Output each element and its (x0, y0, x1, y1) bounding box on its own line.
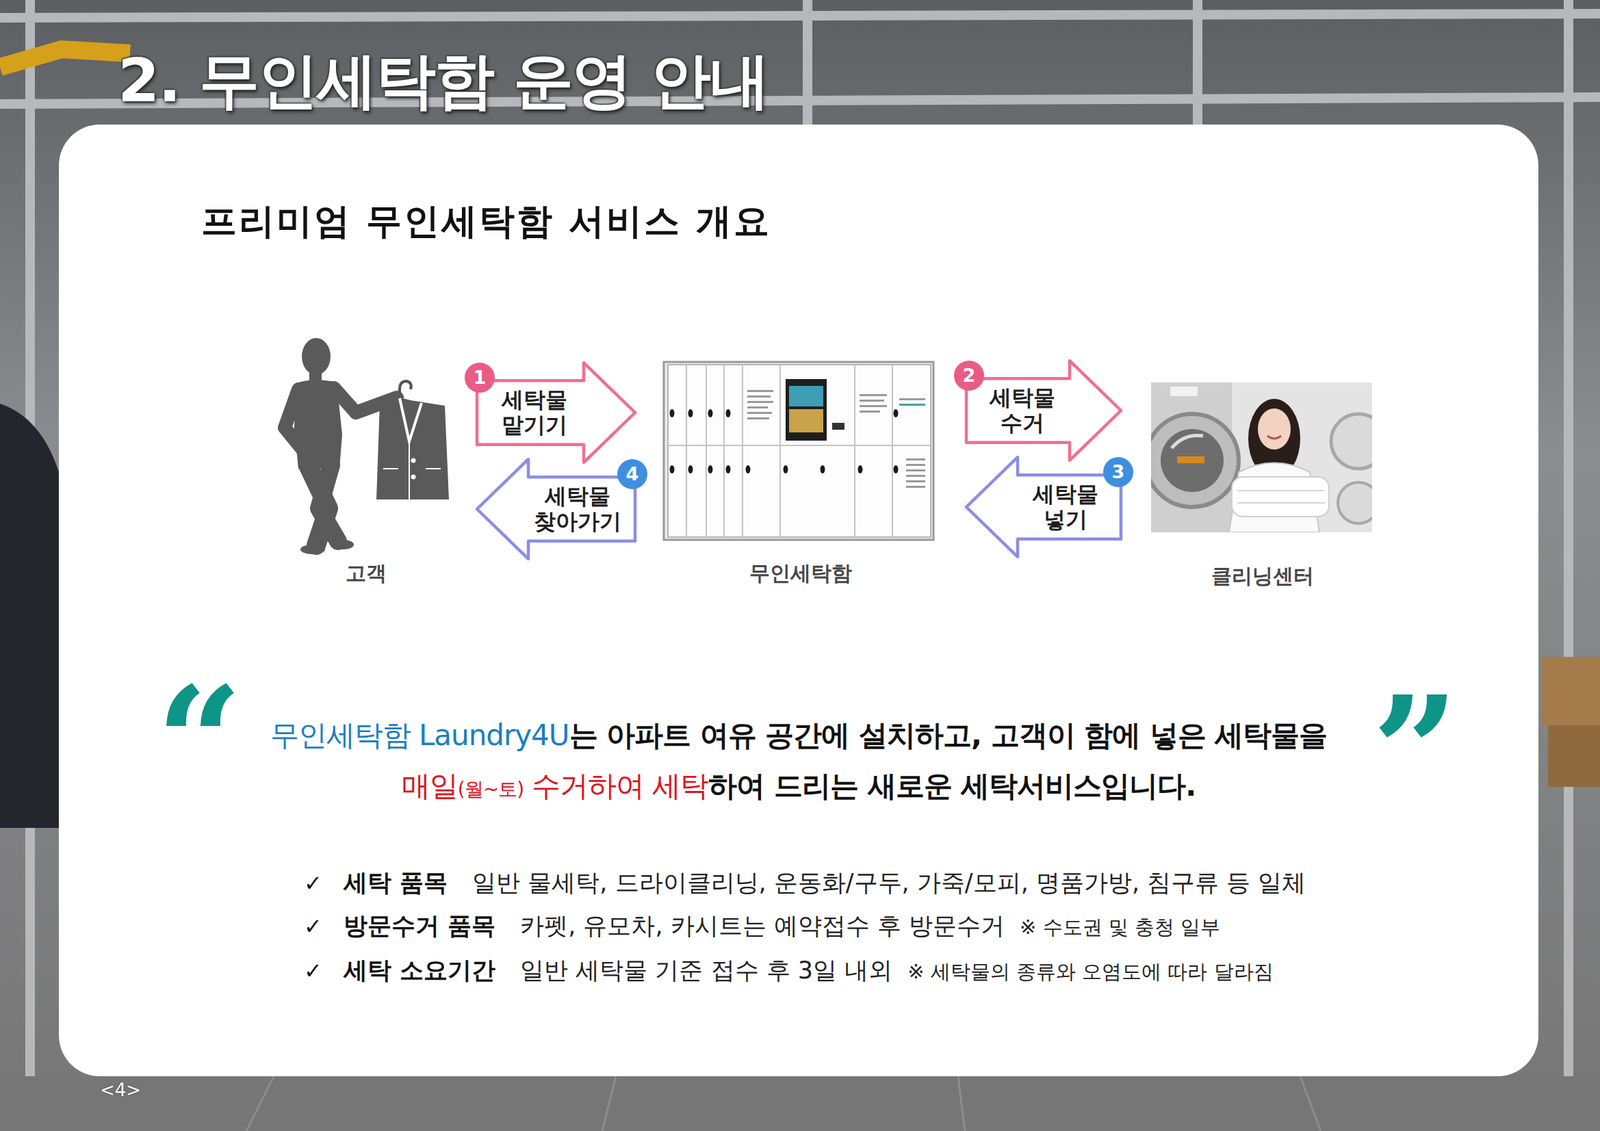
item-text: 카펫, 유모차, 카시트는 예약접수 후 방문수거 (520, 910, 1005, 943)
washing-machine (1151, 382, 1232, 533)
block-arrow (476, 459, 636, 560)
callout-number: 4 (617, 459, 648, 490)
locker-doors (667, 364, 931, 538)
jacket-pocket (383, 468, 399, 470)
jacket-lapel (399, 398, 422, 442)
block-arrow (966, 360, 1121, 461)
towel-fold (1237, 502, 1325, 504)
head (301, 338, 331, 376)
block-arrow (966, 457, 1121, 558)
leg (318, 465, 339, 542)
callout-number: 2 (953, 360, 985, 391)
screen-image (789, 385, 824, 407)
locker-screen (785, 379, 827, 441)
subtitle: 프리미엄 무인세탁함 서비스 개요 (201, 199, 772, 243)
door-locks (669, 409, 899, 474)
machine-drum (1160, 429, 1224, 493)
quote-line: 무인세탁함 Laundry4U는 아파트 여유 공간에 설치하고, 고객이 함에… (58, 717, 1539, 755)
item-label: 세탁 소요기간 (343, 955, 496, 987)
floor-tiles (246, 1076, 1321, 1131)
content-panel (58, 124, 1539, 1077)
highlight-text: 수거하여 세탁 (531, 767, 709, 806)
locker-illustration (663, 362, 934, 540)
neck (309, 370, 322, 382)
towel-fold (1237, 489, 1325, 492)
check-row: ✓세탁 품목 일반 물세탁, 드라이클리닝, 운동화/구두, 가죽/모피, 명품가… (303, 867, 1306, 900)
item-label: 세탁 품목 (343, 867, 448, 900)
check-mark: ✓ (303, 957, 344, 987)
machine-door (1331, 414, 1373, 469)
locker-body (667, 364, 931, 538)
towel-stack (1231, 476, 1329, 517)
check-row: ✓세탁 소요기간 일반 세탁물 기준 접수 후 3일 내외 ※ 세탁물의 종류와 오… (303, 955, 1274, 987)
item-text: 일반 세탁물 기준 접수 후 3일 내외 (520, 955, 893, 987)
check-mark: ✓ (303, 869, 344, 899)
door-handle (1177, 456, 1205, 464)
arrow-label: 세탁물 넣기 (1014, 481, 1117, 533)
locker-node: 무인세탁함 (643, 355, 959, 596)
callout-number: 3 (1103, 457, 1134, 488)
node-label: 무인세탁함 (643, 560, 959, 587)
machine-plate (1170, 386, 1198, 397)
card-reader (832, 422, 845, 430)
quote-mark: “ (156, 666, 243, 818)
cardboard-box (1547, 725, 1600, 787)
machine-door (1337, 482, 1373, 524)
jacket-pocket (425, 468, 441, 470)
highlight-text: 무인세탁함 Laundry4U (270, 717, 570, 755)
tiny-notice-lines (747, 390, 926, 488)
cleaning-center-photo (1145, 382, 1386, 533)
page-title: 2. 무인세탁함 운영 안내 (117, 47, 769, 115)
hanger-hook (399, 381, 412, 398)
machine-door (1151, 414, 1239, 508)
screen-image (789, 409, 824, 433)
page-number: <4> (99, 1079, 141, 1102)
smile (1267, 435, 1282, 439)
quote-line: 매일(월~토) 수거하여 세탁하여 드리는 새로운 세탁서비스입니다. (58, 767, 1539, 806)
ceiling-pipes (0, 0, 1600, 1095)
arm (284, 389, 303, 450)
node-label: 고객 (263, 560, 469, 587)
highlight-note: (월~토) (457, 777, 524, 803)
shoe (331, 539, 354, 550)
item-label: 방문수거 품목 (343, 910, 496, 943)
cleaning-center-node: 클리닝센터 (1129, 372, 1397, 597)
block-arrow (476, 362, 636, 463)
check-mark: ✓ (303, 912, 344, 942)
cardboard-box (1541, 656, 1600, 726)
shoe (300, 544, 326, 555)
check-row: ✓방문수거 품목 카펫, 유모차, 카시트는 예약접수 후 방문수거 ※ 수도권 및… (303, 910, 1221, 943)
arrow-label: 세탁물 찾아가기 (526, 483, 629, 535)
arrow-label: 세탁물 수거 (971, 385, 1074, 436)
face (1257, 408, 1291, 450)
customer-node: 고객 (263, 331, 469, 596)
quote-text: 하여 드리는 새로운 세탁서비스입니다. (708, 767, 1196, 806)
jacket (376, 397, 449, 500)
yellow-pipe (0, 49, 131, 68)
jacket-seam (408, 441, 410, 500)
item-note: ※ 세탁물의 종류와 오염도에 따라 달라짐 (907, 959, 1273, 986)
item-text: 일반 물세탁, 드라이클리닝, 운동화/구두, 가죽/모피, 명품가방, 침구류… (472, 867, 1306, 900)
customer-silhouette (284, 338, 449, 555)
hanging-garment (0, 403, 59, 829)
quote-text: 는 아파트 여유 공간에 설치하고, 고객이 함에 넣은 세탁물을 (569, 717, 1328, 755)
jacket-button (411, 474, 417, 480)
jacket-button (411, 458, 417, 464)
glass-highlight (1171, 435, 1204, 449)
item-note: ※ 수도권 및 충청 일부 (1019, 914, 1221, 941)
locker-frame (663, 362, 934, 540)
quote-mark: ” (1372, 676, 1460, 827)
floor (0, 1076, 1600, 1131)
arrow-label: 세탁물 맡기기 (483, 387, 586, 438)
callout-number: 1 (464, 362, 495, 393)
node-label: 클리닝센터 (1129, 563, 1397, 590)
highlight-text: 매일 (401, 767, 458, 806)
